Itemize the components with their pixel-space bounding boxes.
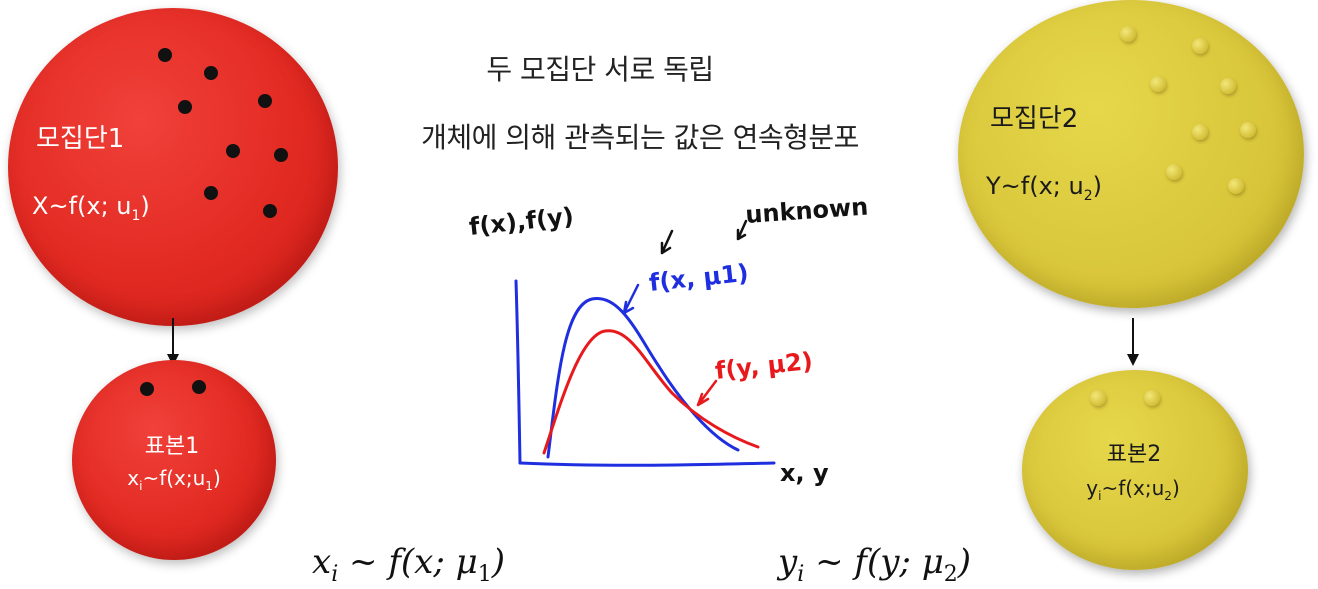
population-2-distribution: Y~f(x; u2) xyxy=(986,172,1103,204)
sample-1-formula: xi ~ f(x; μ1) xyxy=(312,542,505,587)
blue-curve-label: f(x, μ1) xyxy=(648,259,750,297)
sample-1-title: 표본1 xyxy=(144,434,200,459)
sample-2-distribution: yi~f(x;u2) xyxy=(1086,476,1180,503)
sketch-x-label: x, y xyxy=(780,459,829,487)
sketch-y-axis xyxy=(514,279,522,465)
mu-pointer-arrow xyxy=(660,229,674,255)
population-2-bump xyxy=(1228,178,1244,194)
sample-1-dot xyxy=(192,380,206,394)
sample-1-circle xyxy=(72,360,276,560)
population-1-title: 모집단1 xyxy=(36,124,125,154)
population-1-dot xyxy=(204,66,218,80)
population-1-dot xyxy=(263,204,277,218)
population-2-bump xyxy=(1166,164,1182,180)
sample-2-formula: yi ~ f(y; μ2) xyxy=(778,542,972,587)
population-1-dot xyxy=(158,48,172,62)
red-pointer-arrow xyxy=(696,379,718,407)
population-2-bump xyxy=(1220,78,1236,94)
unknown-pointer-arrow xyxy=(736,219,748,241)
population-2-bump xyxy=(1150,76,1166,92)
population-1-distribution: X~f(x; u1) xyxy=(32,192,150,224)
population-2-circle xyxy=(958,0,1304,308)
population-1-dot xyxy=(226,144,240,158)
population-2-bump xyxy=(1192,38,1208,54)
distribution-sketch: f(x),f(y) unknown f(x, μ1) f(y, μ2) x, y xyxy=(468,195,869,487)
blue-pointer-arrow xyxy=(622,283,640,315)
sample-2-title: 표본2 xyxy=(1106,442,1162,467)
population-1-circle xyxy=(8,8,338,326)
sample-2-bump xyxy=(1144,390,1160,406)
population-2-bump xyxy=(1192,124,1208,140)
sampling-arrow-2 xyxy=(1127,318,1139,366)
sample-2-bump xyxy=(1090,390,1106,406)
blue-density-curve xyxy=(546,297,740,459)
sample-1-dot xyxy=(140,382,154,396)
header-line-1: 두 모집단 서로 독립 xyxy=(486,53,714,86)
red-curve-label: f(y, μ2) xyxy=(714,347,814,385)
population-1-dot xyxy=(178,100,192,114)
population-2-bump xyxy=(1120,26,1136,42)
population-1-dot xyxy=(258,94,272,108)
header-line-2: 개체에 의해 관측되는 값은 연속형분포 xyxy=(421,121,859,154)
population-2-bump xyxy=(1240,122,1256,138)
red-density-curve xyxy=(542,329,760,455)
sketch-y-label: f(x),f(y) xyxy=(468,202,575,241)
sample-2-circle xyxy=(1022,370,1248,570)
population-2-title: 모집단2 xyxy=(990,104,1079,134)
sketch-x-axis xyxy=(518,461,776,467)
sketch-unknown-label: unknown xyxy=(744,195,869,229)
sample-1-distribution: xi~f(x;u1) xyxy=(127,466,221,493)
population-1-dot xyxy=(204,186,218,200)
population-1-dot xyxy=(274,148,288,162)
